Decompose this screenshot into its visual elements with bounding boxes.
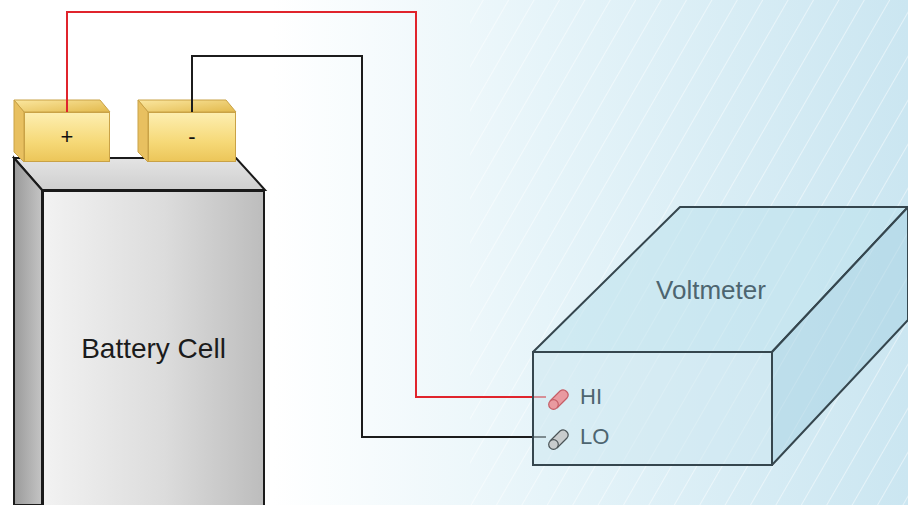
negative-terminal: - (148, 112, 236, 162)
hi-jack-label: HI (580, 384, 602, 410)
battery-cell: Battery Cell (42, 190, 265, 505)
negative-terminal-label: - (188, 124, 195, 150)
voltmeter-front-face (533, 352, 772, 465)
positive-terminal-label: + (61, 124, 74, 150)
hi-jack: HI (546, 380, 602, 414)
jack-end (549, 400, 559, 410)
battery-side-face (14, 158, 42, 505)
voltmeter-box-label: Voltmeter (656, 275, 766, 306)
battery-top-face (14, 158, 265, 190)
positive-terminal: + (24, 112, 110, 162)
terminal-bevel (14, 100, 110, 112)
voltmeter-side-face (772, 207, 908, 465)
hatch-background (470, 0, 908, 505)
lo-jack: LO (546, 420, 609, 454)
jack-symbol (546, 387, 570, 407)
jack-symbol (546, 427, 570, 447)
terminal-bevel (14, 100, 24, 162)
lo-jack-label: LO (580, 424, 609, 450)
jack-end (549, 440, 559, 450)
voltmeter-box: VoltmeterHI LO (533, 207, 908, 465)
battery-cell-label: Battery Cell (81, 332, 226, 366)
terminal-bevel (138, 100, 148, 162)
terminal-bevel (138, 100, 236, 112)
